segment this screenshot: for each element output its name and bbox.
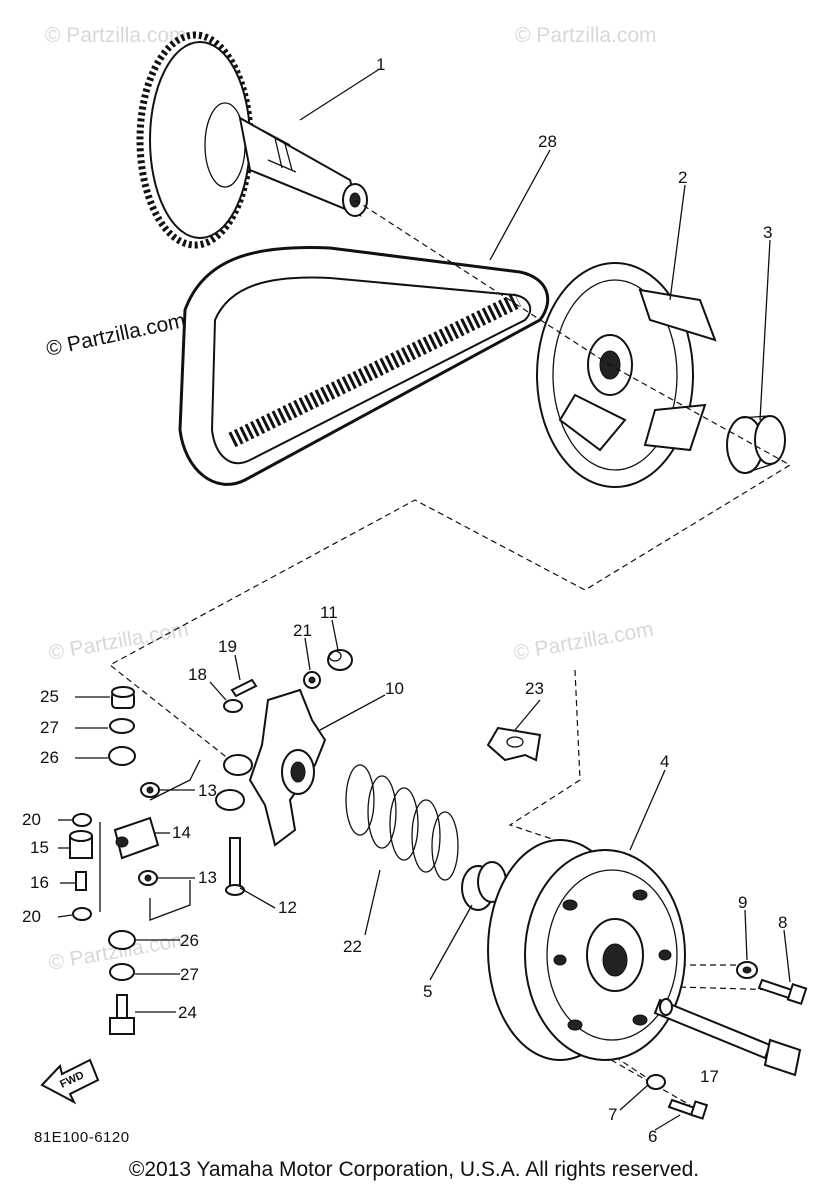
callout-3: 3	[763, 223, 772, 242]
link-part-14	[113, 816, 160, 860]
callout-20: 20	[22, 907, 41, 926]
callout-16: 16	[30, 873, 49, 892]
exploded-parts-diagram: © Partzilla.com © Partzilla.com © Partzi…	[22, 24, 808, 1146]
callout-11: 11	[320, 603, 338, 622]
grouping-bracket	[99, 759, 201, 921]
callout-7: 7	[608, 1105, 617, 1124]
washer-part-20-top	[72, 813, 92, 827]
callout-26: 26	[180, 931, 199, 950]
collar-part-13-bottom	[138, 870, 158, 886]
pin-part-12	[225, 837, 245, 896]
sleeve-part-15	[69, 830, 93, 859]
callout-27: 27	[40, 718, 59, 737]
assembly-guide-line	[508, 669, 581, 841]
callout-26: 26	[40, 748, 59, 767]
callout-2: 2	[678, 168, 687, 187]
pin-part-19	[230, 678, 258, 698]
forward-arrow-icon: FWD	[40, 1058, 100, 1105]
leader-lines	[57, 69, 791, 1131]
washer-part-20-bottom	[72, 907, 92, 921]
callout-28: 28	[538, 132, 557, 151]
callout-13: 13	[198, 868, 217, 887]
movable-sheave-part-4	[487, 839, 686, 1061]
nut-part-9	[736, 961, 758, 979]
callout-21: 21	[293, 621, 312, 640]
cap-nut-part-25	[111, 686, 135, 709]
callout-20: 20	[22, 810, 41, 829]
callout-8: 8	[778, 913, 787, 932]
washer-part-7	[646, 1074, 666, 1090]
callout-15: 15	[30, 838, 49, 857]
callout-27: 27	[180, 965, 199, 984]
nut-part-27-bottom	[109, 963, 135, 981]
bolt-part-8	[757, 978, 808, 1006]
callout-13: 13	[198, 781, 217, 800]
cap-part-11	[327, 649, 353, 671]
watermark: © Partzilla.com	[47, 618, 190, 665]
collar-part-13-top	[140, 782, 160, 798]
bolt-part-6	[667, 1098, 709, 1120]
callout-6: 6	[648, 1127, 657, 1146]
washer-part-21	[303, 671, 321, 689]
washer-part-18	[223, 699, 243, 713]
callout-5: 5	[423, 982, 432, 1001]
diagram-reference: 81E100-6120	[34, 1129, 130, 1146]
pin-part-16	[75, 871, 87, 891]
callout-14: 14	[172, 823, 191, 842]
bushing-part-3	[726, 415, 786, 474]
callout-18: 18	[188, 665, 207, 684]
spring-part-22	[345, 764, 459, 881]
callout-25: 25	[40, 687, 59, 706]
watermark-dark: © Partzilla.com	[44, 309, 187, 361]
callout-9: 9	[738, 893, 747, 912]
bolt-part-24	[109, 994, 135, 1035]
copyright-notice: ©2013 Yamaha Motor Corporation, U.S.A. A…	[128, 1158, 700, 1181]
fixed-sheave-part-1	[136, 31, 368, 249]
washer-part-26-top	[108, 746, 136, 766]
callout-4: 4	[660, 752, 669, 771]
weight-part-23	[486, 726, 542, 762]
callout-17: 17	[700, 1067, 719, 1086]
drive-belt-part-28	[178, 246, 550, 486]
watermark: © Partzilla.com	[512, 618, 655, 665]
callout-22: 22	[343, 937, 362, 956]
callout-19: 19	[218, 637, 237, 656]
washer-part-26-bottom	[108, 930, 136, 950]
callout-1: 1	[376, 55, 385, 74]
washer-part-27-top	[109, 718, 135, 734]
sheave-cover-part-2	[536, 262, 717, 488]
spider-part-10	[215, 688, 327, 847]
assembly-guide-line	[108, 199, 792, 761]
bolt-part-17	[653, 998, 802, 1077]
assembly-guide-line	[584, 964, 781, 1106]
watermark: © Partzilla.com	[45, 24, 187, 47]
callout-23: 23	[525, 679, 544, 698]
callout-10: 10	[385, 679, 404, 698]
callout-24: 24	[178, 1003, 197, 1022]
callout-12: 12	[278, 898, 297, 917]
watermark: © Partzilla.com	[515, 24, 657, 47]
